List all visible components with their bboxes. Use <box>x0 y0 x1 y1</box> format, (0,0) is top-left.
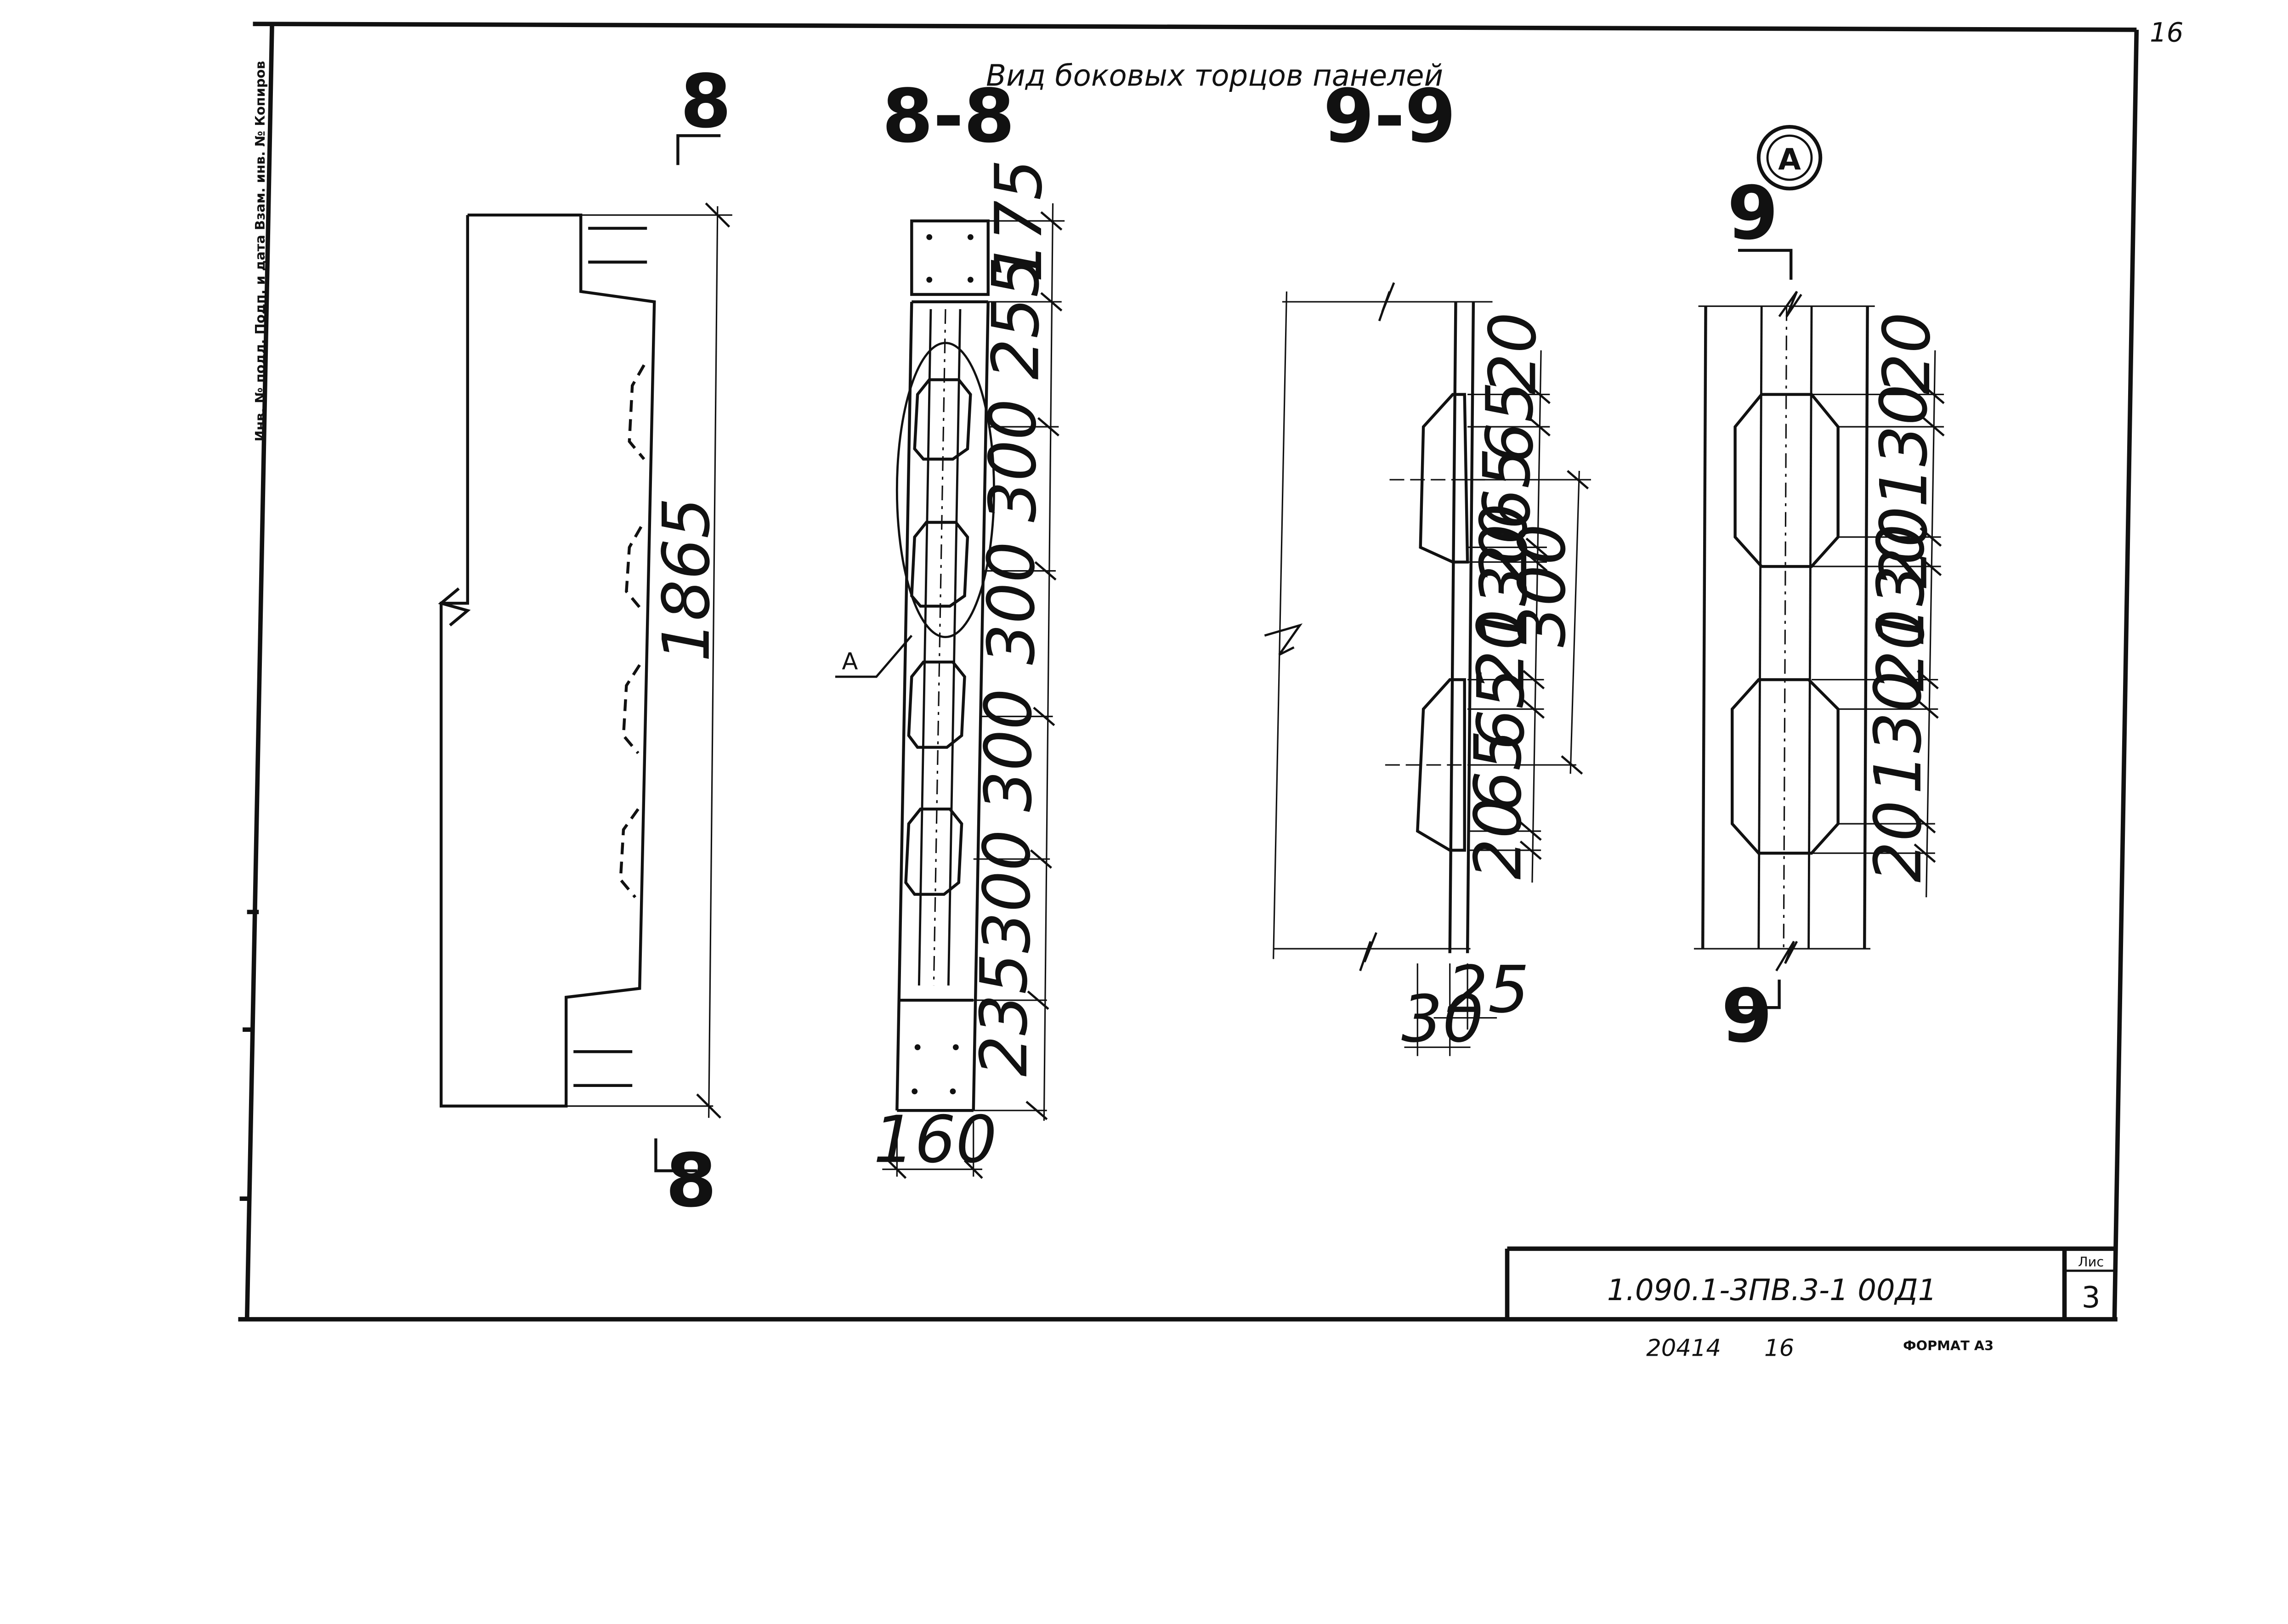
side-elevation-view <box>438 134 732 1172</box>
dim-9-9-pitch: 300 <box>1505 524 1580 647</box>
dim-9-9-25: 25 <box>1447 952 1529 1028</box>
section-9-9-label: 9-9 <box>1323 73 1456 159</box>
dim-A-130b: 130 <box>1863 524 1939 647</box>
dim-A-130c: 130 <box>1861 671 1936 794</box>
drawing-frame <box>238 22 2139 1322</box>
section-8-top-label: 8 <box>680 58 731 144</box>
section-9-top-label: 9 <box>1727 170 1778 256</box>
sheet-number: 3 <box>2082 1281 2101 1315</box>
dim-8-8-235: 235 <box>967 953 1042 1077</box>
dim-9-9-65a: 65 <box>1472 381 1548 464</box>
dim-8-8-300a: 300 <box>975 399 1051 522</box>
footer-inventory: 20414 <box>1646 1335 1721 1362</box>
footer-page: 16 <box>1764 1335 1794 1362</box>
dim-9-9-20a: 20 <box>1475 312 1551 394</box>
dim-9-9-65b: 65 <box>1470 447 1545 530</box>
dim-9-9-20d: 20 <box>1461 798 1536 880</box>
left-margin-stamp: Инв. № подл. Подп. и дата Взам. инв. № К… <box>252 61 268 441</box>
detail-A-marker <box>1756 125 1823 191</box>
margin-ticks <box>239 910 259 1201</box>
section-8-bottom-label: 8 <box>666 1137 717 1223</box>
detail-A-drawing <box>1693 249 1945 1009</box>
dim-9-9-65d: 65 <box>1461 730 1536 812</box>
dim-A-20d: 20 <box>1861 800 1936 883</box>
section-9-bottom-label: 9 <box>1722 973 1773 1059</box>
callout-A-leader-label: А <box>842 648 858 675</box>
title-block <box>1505 1246 2118 1319</box>
dim-8-8-300d: 300 <box>969 830 1045 953</box>
dim-9-9-20b: 20 <box>1467 503 1542 585</box>
dim-A-130a: 130 <box>1867 384 1942 508</box>
section-8-8-drawing <box>835 203 1065 1179</box>
dim-A-20b: 20 <box>1867 506 1942 588</box>
section-9-bottom-marker <box>1738 979 1781 1009</box>
section-9-9-drawing <box>1264 282 1591 1056</box>
document-code: 1.090.1-3ПВ.3-1 00Д1 <box>1607 1273 1937 1307</box>
section-8-bottom-marker <box>654 1138 697 1172</box>
dim-8-8-175: 175 <box>981 159 1057 283</box>
dim-8-8-300c: 300 <box>971 689 1047 812</box>
footer-format: ФОРМАТ А3 <box>1903 1338 1994 1353</box>
sheet-label: Лис <box>2078 1254 2104 1269</box>
section-8-top-marker <box>676 134 721 165</box>
drawing-title: Вид боковых торцов панелей <box>986 59 1443 93</box>
elevation-height-dim: 1865 <box>649 498 725 662</box>
dim-8-8-width: 160 <box>873 1102 997 1177</box>
dim-A-20c: 20 <box>1863 609 1939 691</box>
dim-9-9-65c: 65 <box>1464 668 1539 750</box>
section-8-8-label: 8-8 <box>882 73 1015 159</box>
corner-sheet-number: 16 <box>2150 17 2183 48</box>
dim-9-9-130: 130 <box>1467 524 1542 647</box>
dim-A-20a: 20 <box>1869 312 1945 394</box>
section-9-top-marker <box>1738 249 1793 280</box>
dim-9-9-30: 30 <box>1401 982 1484 1057</box>
dim-8-8-300b: 300 <box>974 542 1049 665</box>
detail-A-label: A <box>1778 143 1801 177</box>
dim-8-8-255: 255 <box>979 256 1054 380</box>
dim-9-9-20c: 20 <box>1464 609 1539 691</box>
